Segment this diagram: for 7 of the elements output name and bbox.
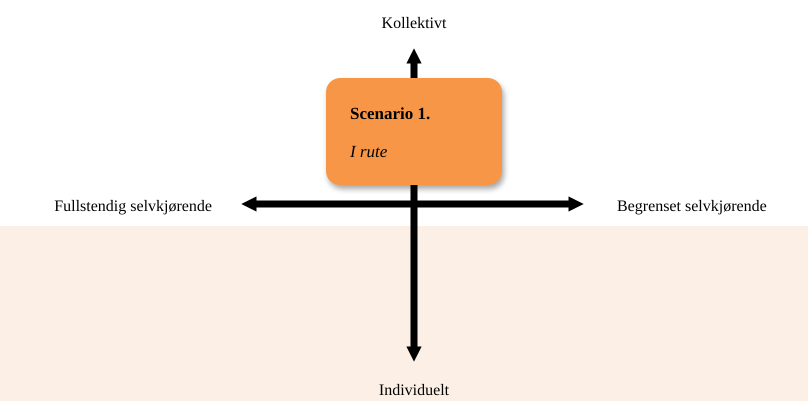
axis-label: Begrenset selvkjørende bbox=[617, 197, 767, 217]
axis-label: Kollektivt bbox=[382, 14, 446, 34]
axis-label: Fullstendig selvkjørende bbox=[54, 197, 212, 217]
scenario-subtitle: I rute bbox=[350, 142, 388, 162]
axis-label: Individuelt bbox=[378, 381, 450, 401]
scenario-card bbox=[326, 78, 502, 185]
scenario-title: Scenario 1. bbox=[350, 104, 430, 124]
